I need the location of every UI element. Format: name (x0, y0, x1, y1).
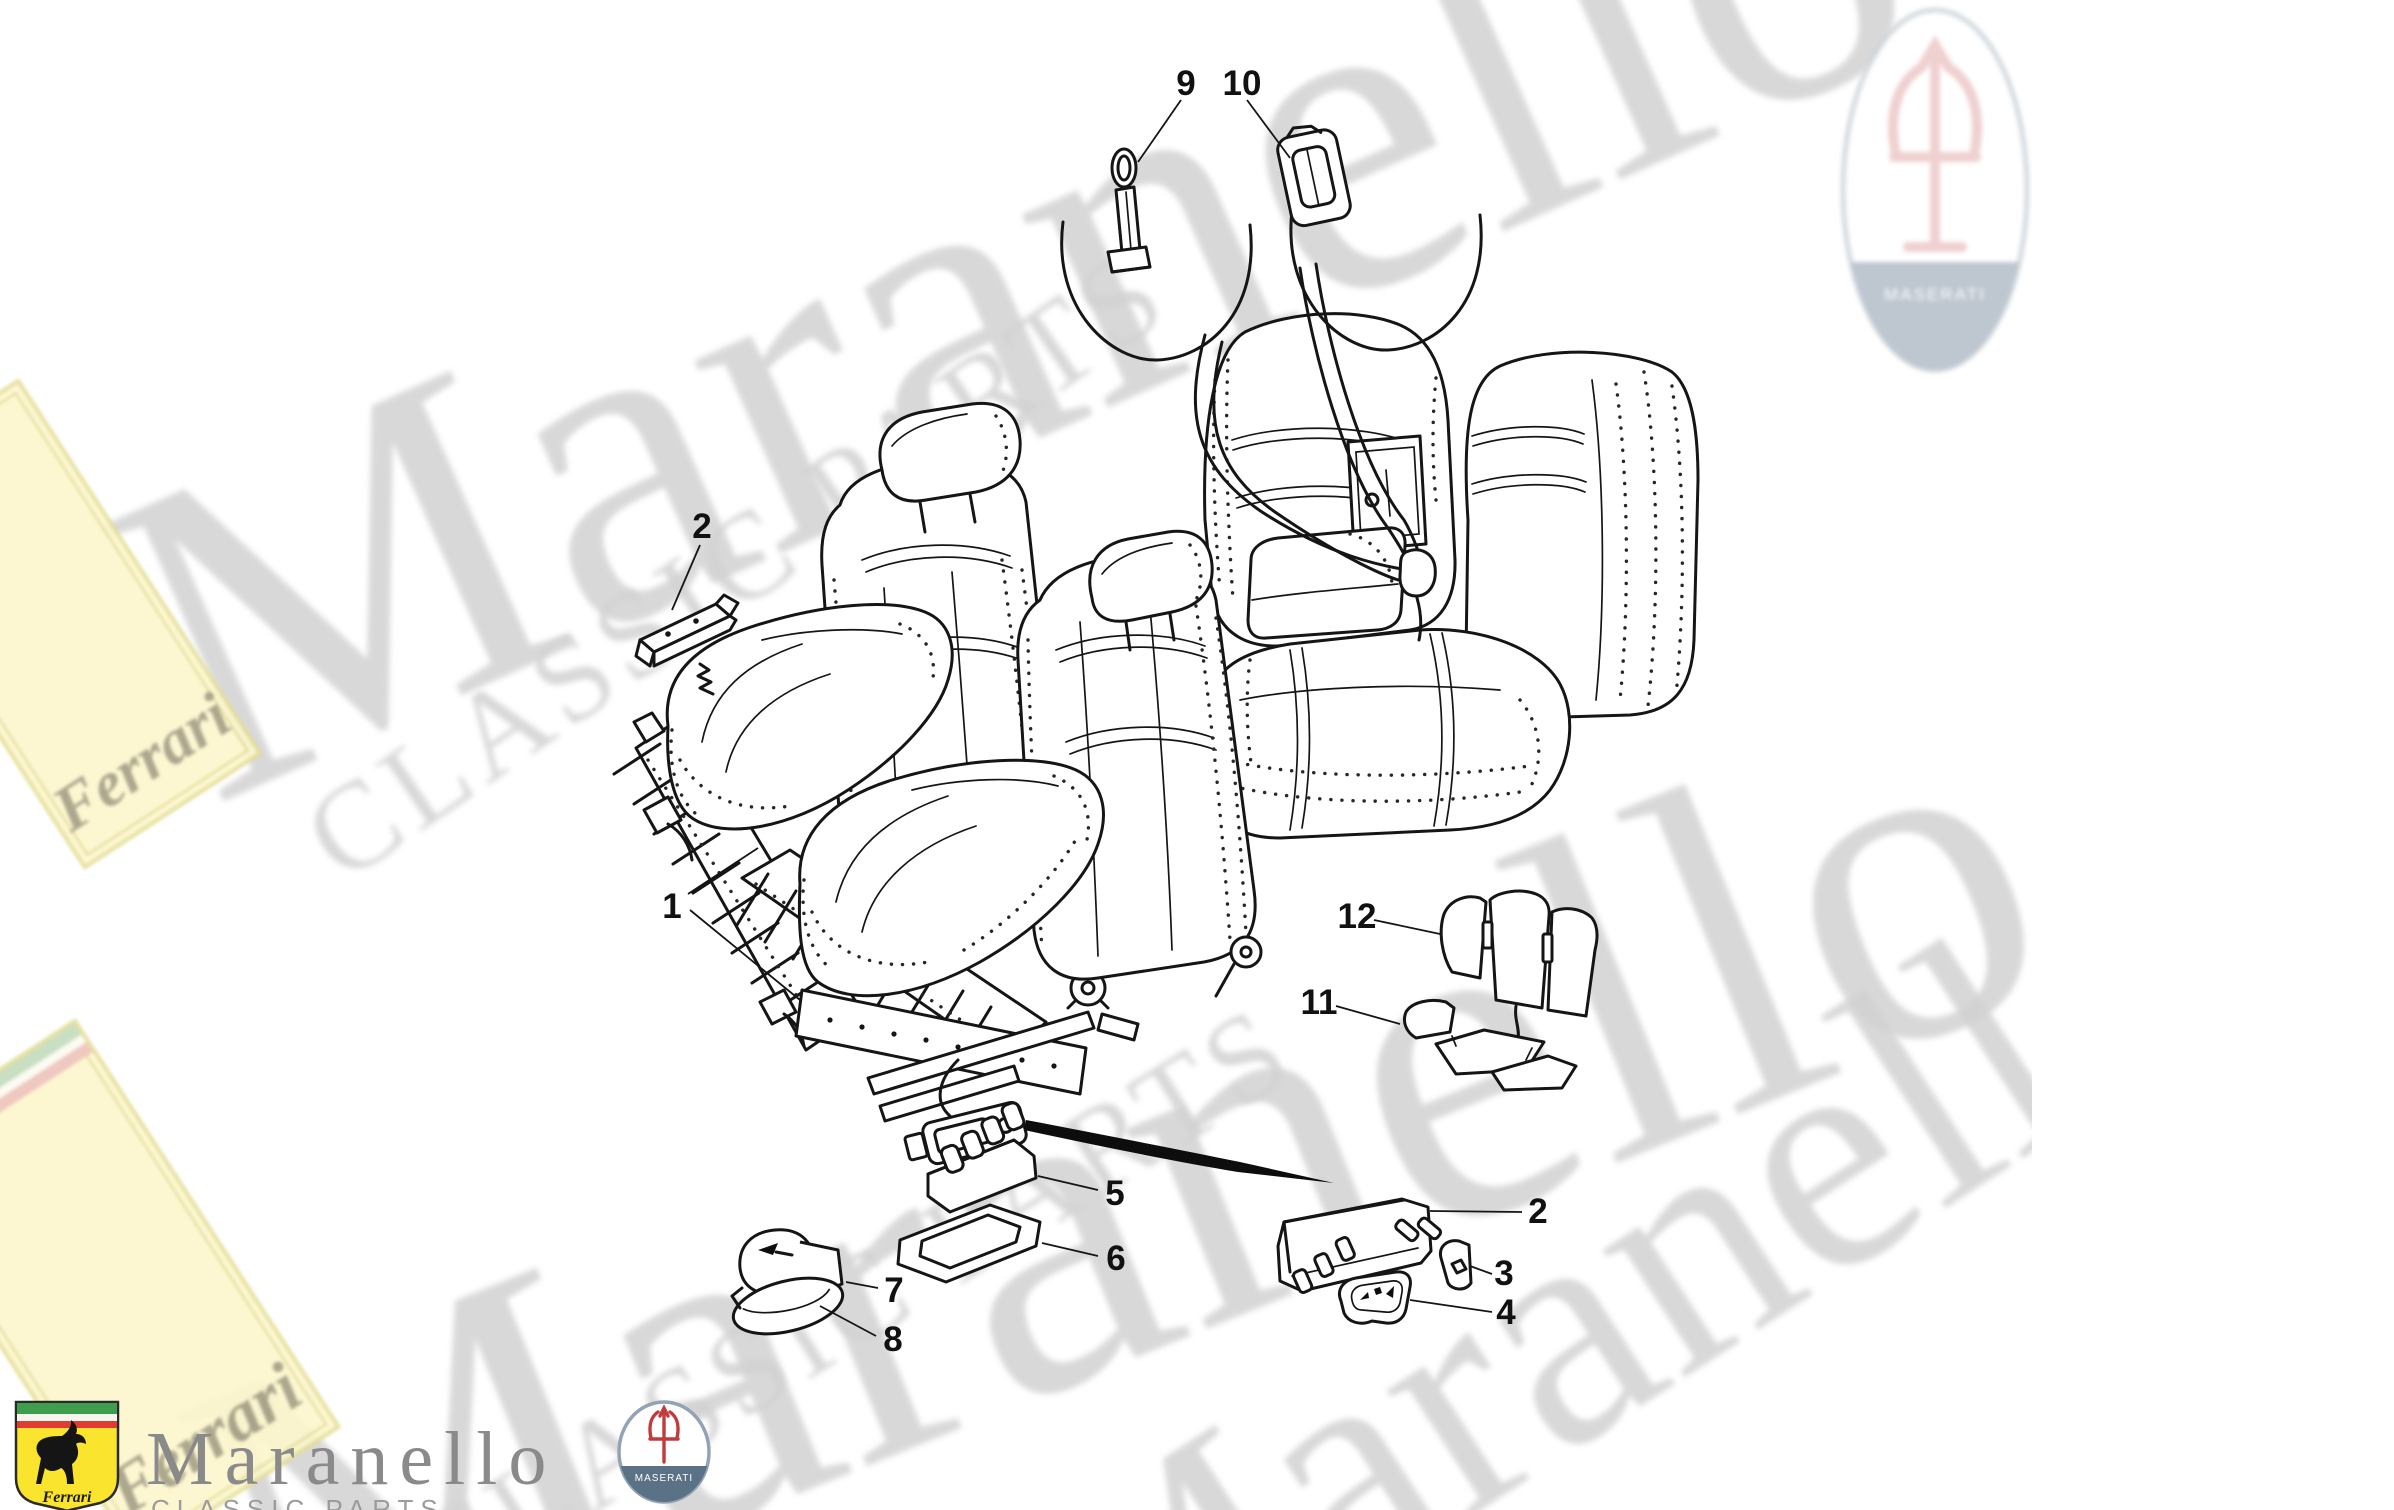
callout-2-rail: 2 (692, 507, 712, 546)
callout-1: 1 (662, 887, 682, 926)
part-rocker-switch (1338, 1270, 1412, 1325)
seat-belts (1060, 208, 1483, 642)
part-belt-guide (1276, 124, 1352, 228)
callout-7: 7 (884, 1271, 904, 1310)
rear-bench-seat (1203, 312, 1700, 840)
callout-12: 12 (1337, 897, 1377, 936)
part-belt-stalk (1106, 147, 1152, 274)
logo-tagline-text: CLASSIC PARTS (151, 1494, 445, 1510)
callout-6: 6 (1106, 1239, 1126, 1278)
part-knob-base (730, 1276, 845, 1336)
callout-leaders (671, 99, 1523, 1337)
logo-brand-text: Maranello (146, 1417, 558, 1501)
maserati-oval-label: MASERATI (635, 1473, 693, 1484)
part-backrest-heater-pad (1439, 889, 1599, 1052)
callout-9: 9 (1176, 64, 1196, 103)
part-seat-switch-panel (1276, 1197, 1443, 1294)
callout-4: 4 (1496, 1293, 1516, 1332)
callout-2-switch: 2 (1528, 1192, 1548, 1231)
maserati-label: MASERATI (1884, 285, 1986, 304)
part-rail-trim-strip (634, 593, 740, 696)
part-cushion-heater-pad (1402, 998, 1578, 1092)
maranello-classic-parts-logo: Ferrari MASERATI Maranello CL (0, 1392, 760, 1510)
pointer-wedge (1024, 1120, 1334, 1183)
front-right-seat (735, 529, 1263, 1166)
callout-8: 8 (883, 1320, 903, 1359)
callout-5: 5 (1105, 1174, 1125, 1213)
watermark-layer: Maranello CLASSIC PARTS Maranello Marane… (0, 0, 2032, 1510)
maserati-oval-logo: MASERATI (617, 1400, 711, 1504)
callout-10: 10 (1222, 64, 1262, 103)
part-switch-bracket (1438, 1239, 1473, 1291)
callout-3: 3 (1494, 1254, 1514, 1293)
prancing-horse-icon (36, 1420, 86, 1484)
maserati-badge-watermark: MASERATI (1840, 7, 2030, 373)
ferrari-shield-logo: Ferrari (14, 1400, 120, 1510)
callout-11: 11 (1300, 983, 1338, 1022)
trident-icon (648, 1404, 680, 1464)
ferrari-script-label: Ferrari (42, 1489, 92, 1506)
part-switch-panel-buttons (926, 1101, 1038, 1214)
part-switch-bezel (896, 1203, 1042, 1284)
